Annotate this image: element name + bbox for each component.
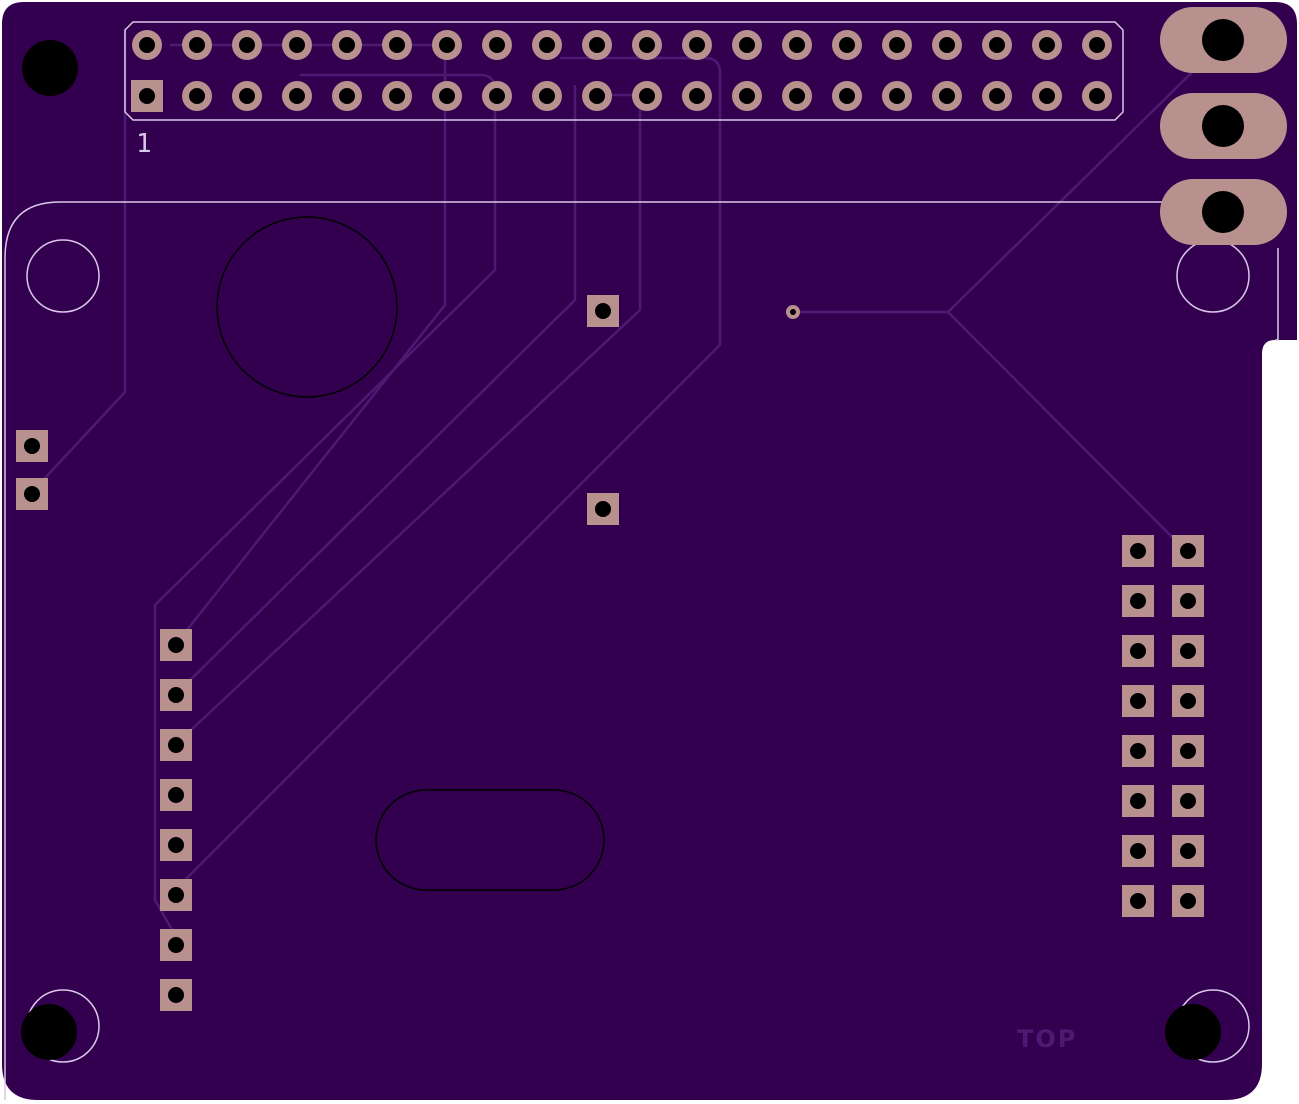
left-column-pad (160, 979, 192, 1011)
mount-drill-top-left (22, 40, 78, 96)
header-pad (632, 81, 662, 111)
screw-terminal-pad (1160, 7, 1287, 73)
left-column-pad (160, 629, 192, 661)
left-column-pad (160, 779, 192, 811)
crystal-outline (375, 789, 605, 891)
header-pad (1032, 30, 1062, 60)
mount-drill-bottom-right (1165, 1004, 1221, 1060)
header-pad (382, 81, 412, 111)
right-matrix-pads (1122, 535, 1204, 917)
gpio-header-pads (131, 30, 1112, 112)
header-pad (382, 30, 412, 60)
trace (179, 56, 722, 886)
header-pad (782, 30, 812, 60)
right-matrix-pad (1122, 735, 1154, 767)
header-pad (332, 81, 362, 111)
right-matrix-pad (1122, 785, 1154, 817)
right-matrix-pad (1172, 885, 1204, 917)
header-pad (532, 30, 562, 60)
right-matrix-pad (1122, 635, 1154, 667)
header-pad (232, 81, 262, 111)
pin-one-label: 1 (136, 129, 152, 159)
left-column-pad (160, 829, 192, 861)
mount-drill-bottom-left (21, 1004, 77, 1060)
header-pad (682, 30, 712, 60)
header-pad (532, 81, 562, 111)
header-pad (182, 81, 212, 111)
header-pad (332, 30, 362, 60)
screw-terminals (1160, 7, 1287, 245)
header-pad (982, 30, 1012, 60)
right-matrix-pad (1122, 685, 1154, 717)
header-pad (232, 30, 262, 60)
header-pad (282, 81, 312, 111)
header-pad (982, 81, 1012, 111)
right-matrix-pad (1172, 685, 1204, 717)
right-matrix-pad (1172, 585, 1204, 617)
header-pad (632, 30, 662, 60)
misc-pads (16, 295, 800, 525)
right-matrix-pad (1172, 735, 1204, 767)
left-column-pads (160, 629, 192, 1011)
right-matrix-pad (1122, 535, 1154, 567)
trace (947, 39, 1226, 313)
top-side-label: TOP (1017, 1025, 1077, 1053)
header-pad (582, 30, 612, 60)
right-matrix-pad (1172, 835, 1204, 867)
battery-outline (216, 216, 398, 398)
left-column-pad (160, 879, 192, 911)
header-pad (932, 30, 962, 60)
screw-terminal-pad (1160, 93, 1287, 159)
header-pad (182, 30, 212, 60)
header-pad (432, 30, 462, 60)
header-pad (932, 81, 962, 111)
header-outline (124, 21, 1124, 121)
header-pad-1 (131, 80, 163, 112)
trace (31, 28, 127, 493)
header-pad (282, 30, 312, 60)
header-pad (732, 81, 762, 111)
header-pad (582, 81, 612, 111)
left-column-pad (160, 729, 192, 761)
header-pad (832, 81, 862, 111)
left-column-pad (160, 929, 192, 961)
header-pad (1082, 30, 1112, 60)
header-pad (1032, 81, 1062, 111)
screw-terminal-pad (1160, 179, 1287, 245)
hat-outline (4, 201, 1279, 1100)
via (786, 305, 800, 319)
header-pad (832, 30, 862, 60)
component-pad (587, 493, 619, 525)
small-connector-pad (16, 430, 48, 462)
right-matrix-pad (1122, 835, 1154, 867)
header-pad (132, 30, 162, 60)
header-pad (782, 81, 812, 111)
header-pad (682, 81, 712, 111)
header-pad (432, 81, 462, 111)
header-pad (1082, 81, 1112, 111)
right-matrix-pad (1122, 885, 1154, 917)
header-pad (882, 30, 912, 60)
header-pad (482, 30, 512, 60)
header-pad (882, 81, 912, 111)
right-matrix-pad (1172, 785, 1204, 817)
small-connector-pad (16, 478, 48, 510)
left-column-pad (160, 679, 192, 711)
mounting-hole-ring-top-left (26, 239, 100, 313)
right-matrix-pad (1122, 585, 1154, 617)
header-pad (732, 30, 762, 60)
right-matrix-pad (1172, 535, 1204, 567)
right-matrix-pad (1172, 635, 1204, 667)
component-pad (587, 295, 619, 327)
header-pad (482, 81, 512, 111)
trace (174, 85, 577, 696)
